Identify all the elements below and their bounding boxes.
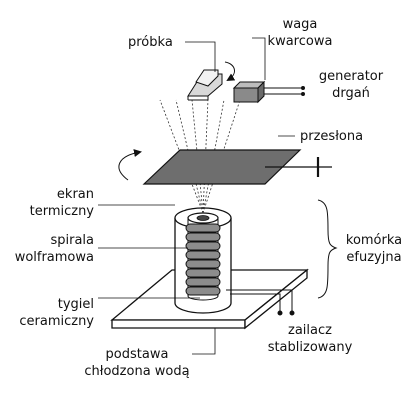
sample-rotation-arrow [224, 61, 236, 82]
quartz-balance-box [232, 80, 305, 104]
power-leads [226, 289, 295, 316]
label-vibration-generator-line2: drgań [332, 86, 370, 101]
label-ceramic-crucible: tygiel ceramiczny [4, 296, 94, 330]
sample-holder [187, 69, 223, 101]
label-tungsten-spiral-line2: wolframowa [14, 250, 94, 265]
label-power-supply-line1: zailacz [288, 323, 332, 338]
label-ceramic-crucible-line2: ceramiczny [19, 314, 94, 329]
label-heat-shield-line2: termiczny [29, 204, 94, 219]
label-power-supply: zailacz stablizowany [262, 322, 358, 356]
label-tungsten-spiral-line1: spirala [50, 233, 94, 248]
leader-lines [98, 37, 295, 355]
crucible-with-spiral [185, 212, 221, 301]
label-quartz-balance-line1: waga [282, 17, 318, 32]
label-effusion-cell-line2: efuzyjna [346, 250, 402, 265]
label-ceramic-crucible-line1: tygiel [57, 297, 94, 312]
shutter-plate [142, 149, 332, 185]
label-heat-shield: ekran termiczny [10, 186, 94, 220]
tungsten-spiral-coil [185, 223, 221, 296]
label-effusion-cell: komórka efuzyjna [336, 232, 412, 266]
shutter-rotation-arrow [118, 149, 142, 181]
label-effusion-cell-line1: komórka [345, 233, 403, 248]
label-vibration-generator-line1: generator [318, 69, 384, 84]
effusion-cell-brace [317, 199, 338, 299]
label-power-supply-line2: stablizowany [267, 340, 353, 355]
label-cooled-base-line2: chłodzona wodą [84, 364, 190, 379]
label-tungsten-spiral: spirala wolframowa [4, 232, 94, 266]
label-cooled-base-line1: podstawa [105, 347, 169, 362]
label-sample: próbka [128, 35, 173, 50]
label-quartz-balance-line2: kwarcowa [267, 34, 333, 49]
label-quartz-balance: waga kwarcowa [264, 16, 336, 50]
label-shutter: przesłona [300, 129, 364, 144]
label-cooled-base: podstawa chłodzona wodą [82, 346, 192, 380]
label-heat-shield-line1: ekran [56, 187, 94, 202]
label-vibration-generator: generator drgań [312, 68, 390, 102]
